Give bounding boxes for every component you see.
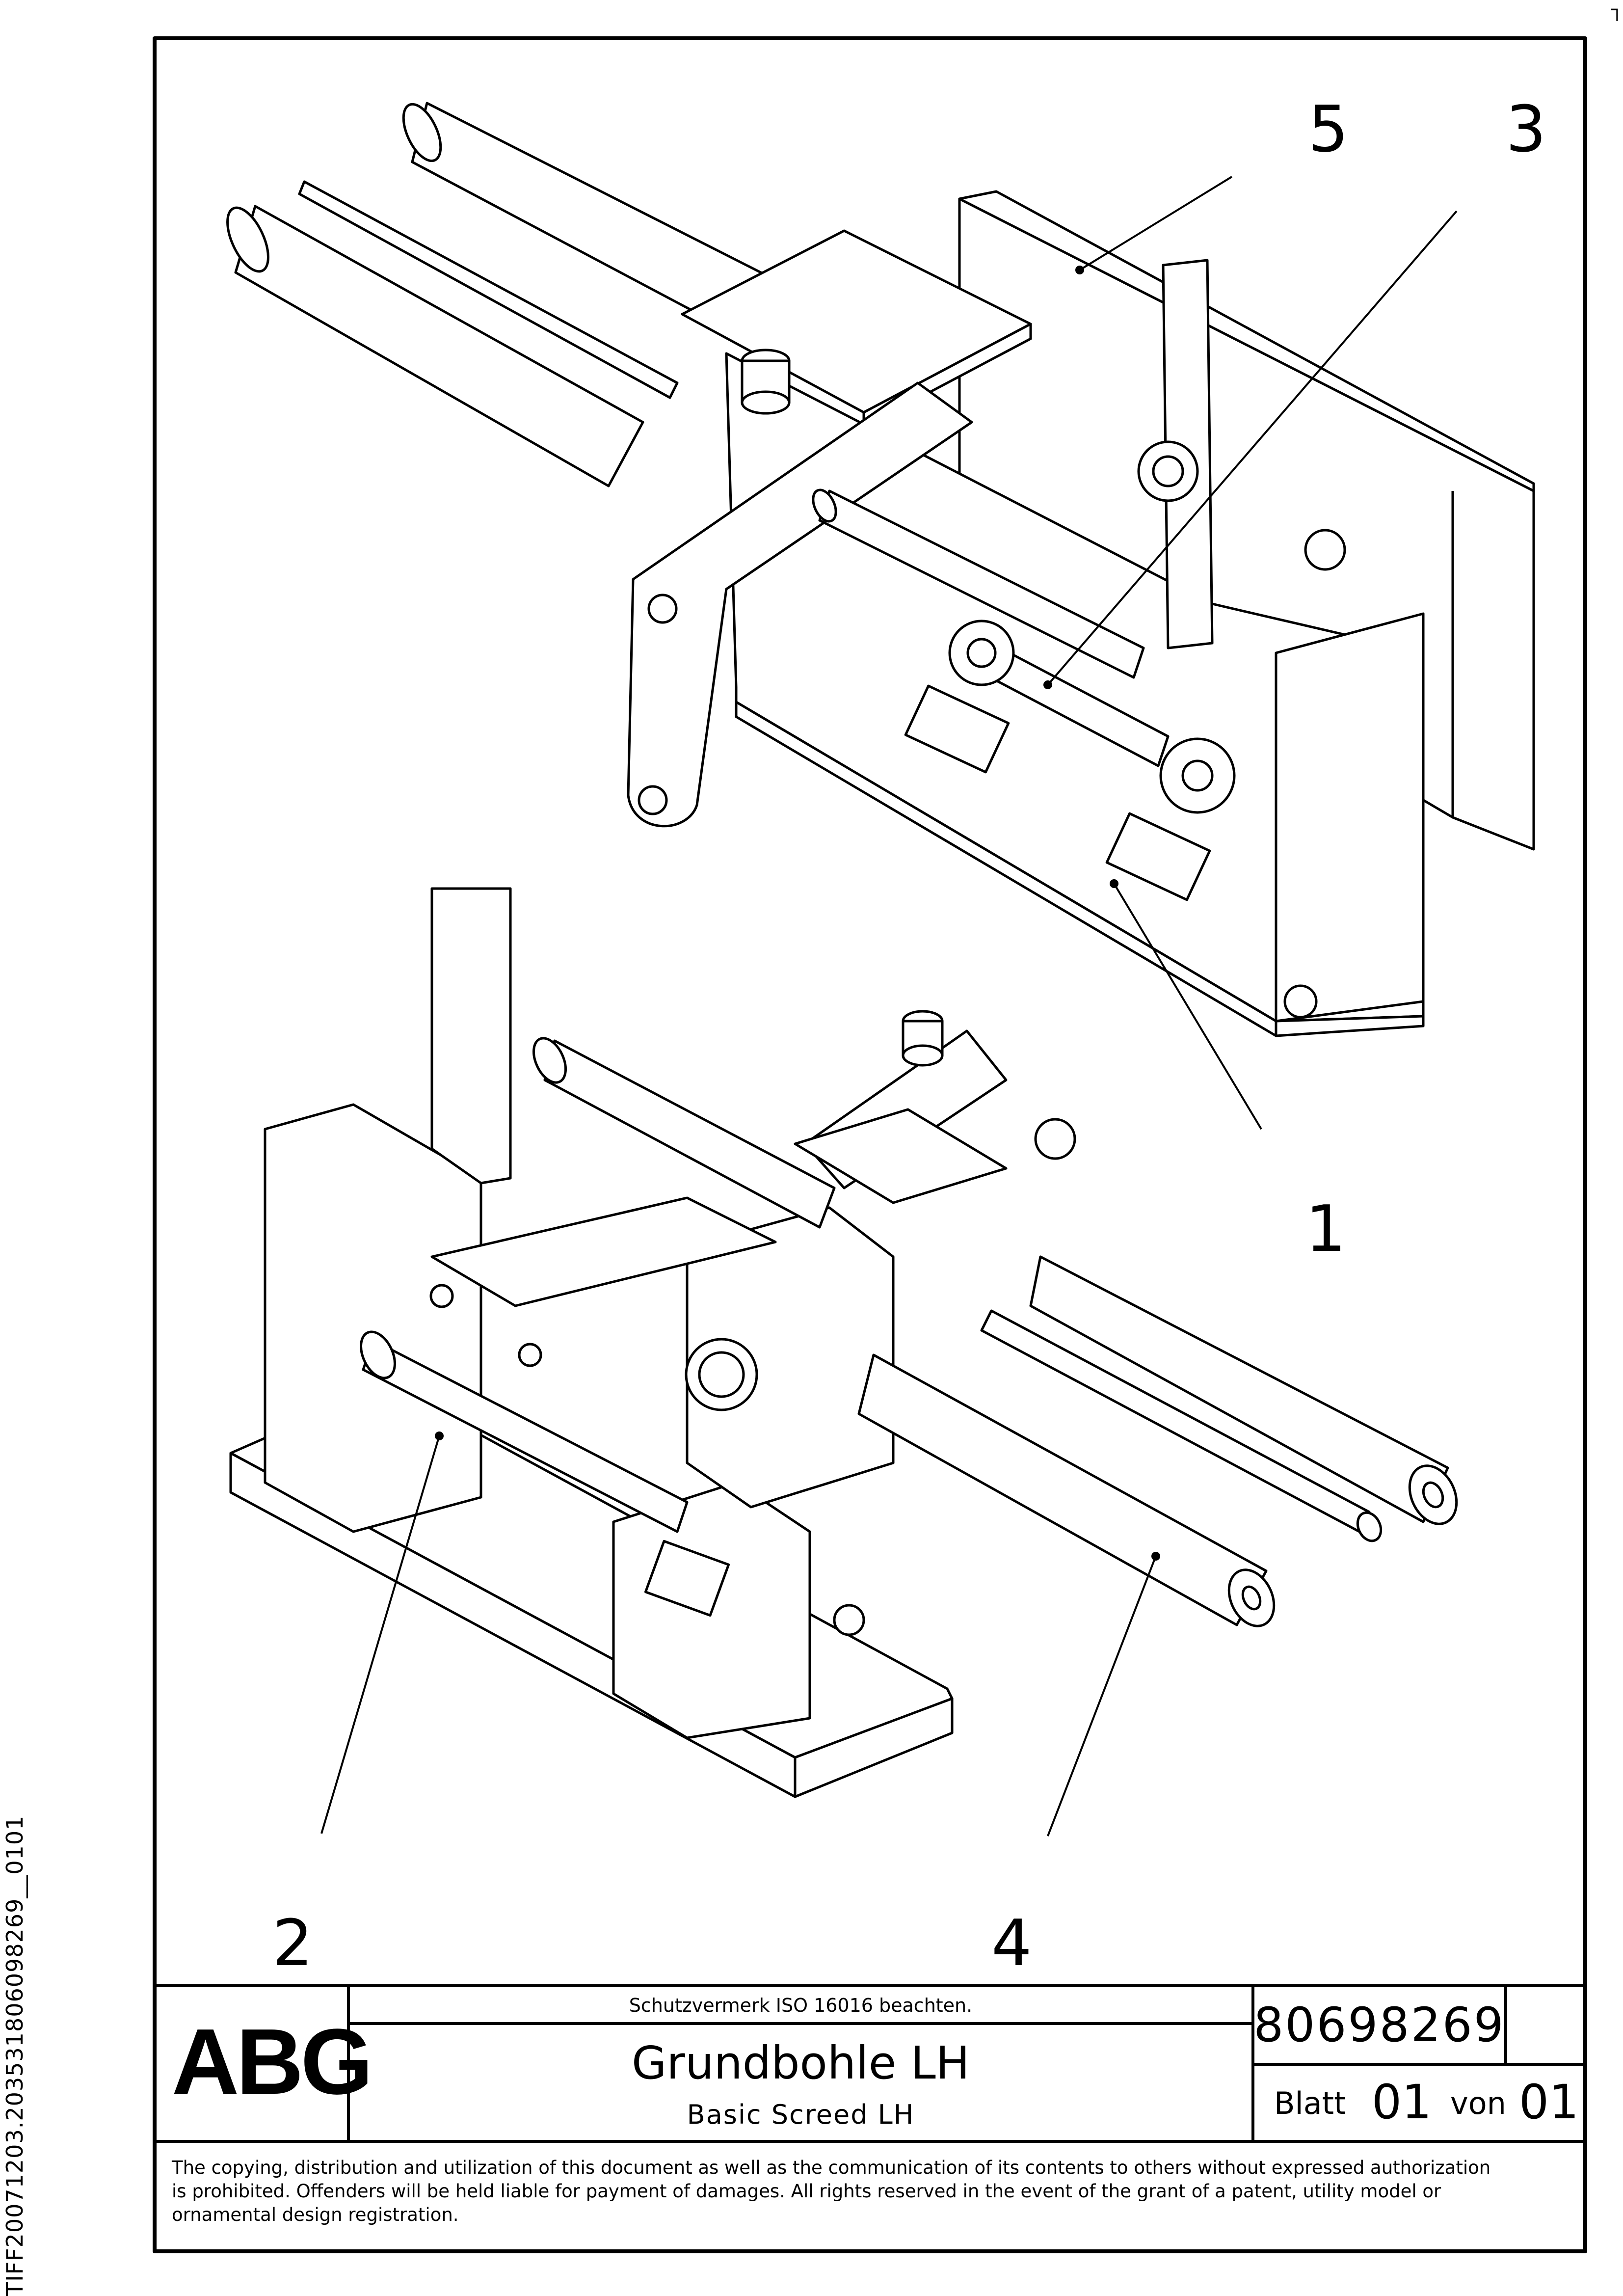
callout-2: 2 [272,1906,313,1980]
lower-screed-view [229,887,1458,1798]
drawing-number: 80698269 [1253,1998,1505,2053]
callout-1: 1 [1305,1191,1346,1266]
sheet-total: 01 [1519,2075,1579,2130]
sheet-number: 01 [1372,2075,1432,2130]
callout-5: 5 [1308,92,1349,166]
of-label: von [1450,2085,1506,2121]
sheet-label: Blatt [1274,2085,1346,2121]
copyright-line-1: The copying, distribution and utilizatio… [172,2157,1491,2178]
abg-logo: ABG [172,2010,373,2114]
copyright-line-3: ornamental design registration. [172,2204,459,2225]
drawing-frame [153,36,1587,2253]
corner-mark: ┐ [1611,0,1623,21]
callout-4: 4 [991,1906,1032,1980]
protection-note: Schutzvermerk ISO 16016 beachten. [629,1995,973,2016]
leader-lines [320,176,1458,1837]
copyright-line-2: is prohibited. Offenders will be held li… [172,2181,1441,2202]
title-de: Grundbohle LH [632,2037,970,2089]
title-en: Basic Screed LH [687,2099,915,2130]
upper-screed-view [226,102,1535,1037]
callout-3: 3 [1506,92,1546,166]
